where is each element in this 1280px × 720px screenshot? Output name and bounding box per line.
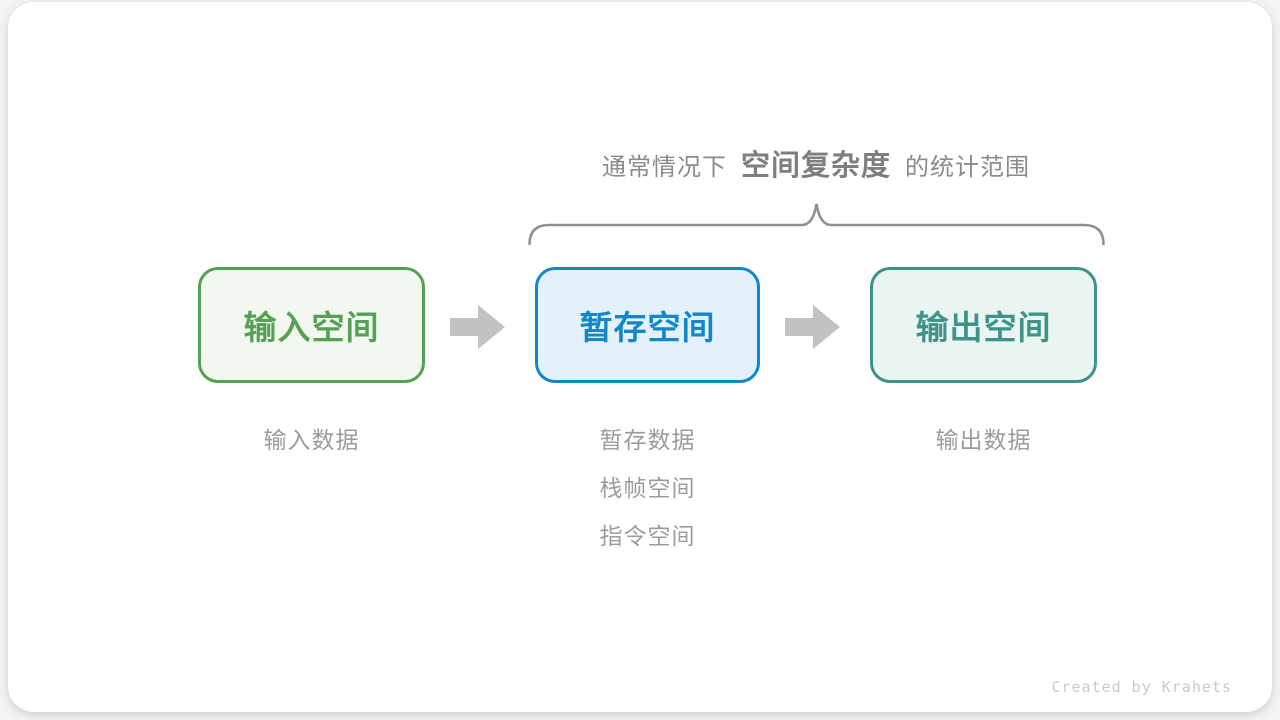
output-space-label: 输出空间 xyxy=(915,309,1052,346)
brace-caption: 通常情况下 空间复杂度 的统计范围 xyxy=(428,142,1204,194)
output-space-box: 输出空间 xyxy=(870,267,1097,383)
curly-brace-path xyxy=(528,203,1105,246)
diagram-card: 通常情况下 空间复杂度 的统计范围 输入空间 暂存空间 xyxy=(8,2,1272,712)
temp-space-label: 暂存空间 xyxy=(579,309,716,346)
caption-suffix: 的统计范围 xyxy=(905,154,1030,181)
output-space-notes: 输出数据 xyxy=(870,426,1097,474)
temp-space-box: 暂存空间 xyxy=(535,267,760,383)
input-space-box: 输入空间 xyxy=(198,267,425,383)
curly-brace-icon xyxy=(528,198,1105,248)
caption-prefix: 通常情况下 xyxy=(601,154,727,181)
credit-text: Created by Krahets xyxy=(1051,678,1232,696)
input-space-label: 输入空间 xyxy=(243,309,380,346)
temp-space-notes: 暂存数据 栈帧空间 指令空间 xyxy=(535,426,760,570)
note-item: 输出数据 xyxy=(935,427,1032,453)
caption-highlight: 空间复杂度 xyxy=(740,150,891,182)
note-item: 指令空间 xyxy=(599,523,696,549)
flow-arrow-icon xyxy=(785,304,841,350)
input-space-notes: 输入数据 xyxy=(198,426,425,474)
note-item: 栈帧空间 xyxy=(599,475,696,501)
flow-arrow-icon xyxy=(450,304,506,350)
note-item: 暂存数据 xyxy=(599,427,696,453)
note-item: 输入数据 xyxy=(263,427,360,453)
